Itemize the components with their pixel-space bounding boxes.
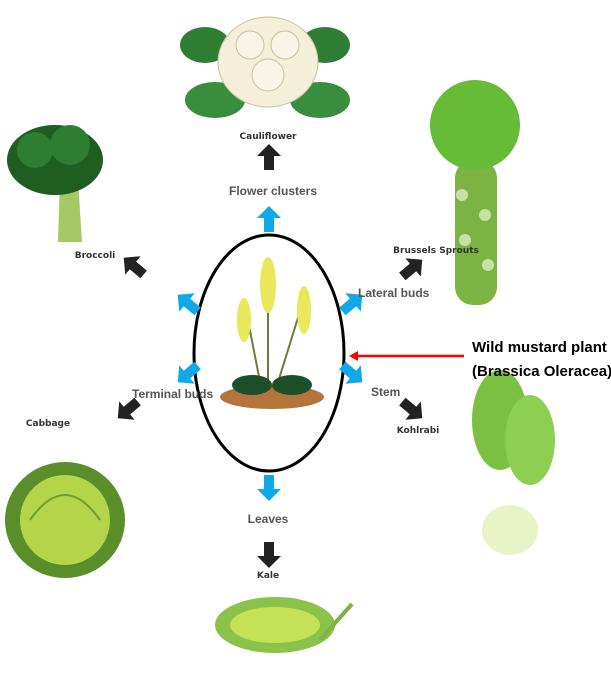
arrow-to-broccoli: [116, 248, 152, 284]
label-kohlrabi: Kohlrabi: [397, 426, 440, 436]
label-cabbage: Cabbage: [26, 419, 70, 429]
kohlrabi-image: [472, 370, 555, 555]
arrow-to-kale: [257, 542, 281, 568]
broccoli-image: [7, 125, 103, 242]
kale-image: [215, 597, 354, 653]
cabbage-image: [5, 462, 125, 578]
label-leaves: Leaves: [248, 512, 289, 526]
label-kale: Kale: [257, 571, 279, 581]
label-cauliflower: Cauliflower: [240, 132, 298, 142]
title-line-1: Wild mustard plant: [472, 339, 607, 356]
label-flower-clusters: Flower clusters: [229, 184, 317, 198]
arrow-up-flower-clusters: [257, 206, 281, 232]
title-line-2: (Brassica Oleracea): [472, 363, 611, 380]
pointer-arrowhead: [349, 351, 358, 361]
wild-mustard-plant-image: [220, 257, 324, 409]
cauliflower-image: [180, 16, 350, 118]
label-lateral-buds: Lateral buds: [358, 286, 430, 300]
label-stem: Stem: [371, 385, 400, 399]
label-terminal-buds: Terminal buds: [132, 387, 213, 401]
label-broccoli: Broccoli: [75, 251, 116, 261]
plant-outline-ellipse: [192, 233, 346, 473]
arrow-to-cauliflower: [257, 144, 281, 170]
brussels-sprouts-image: [430, 80, 520, 305]
blue-arrows: [170, 206, 370, 501]
label-brussels-sprouts: Brussels Sprouts: [393, 246, 479, 256]
arrow-down-leaves: [257, 475, 281, 501]
